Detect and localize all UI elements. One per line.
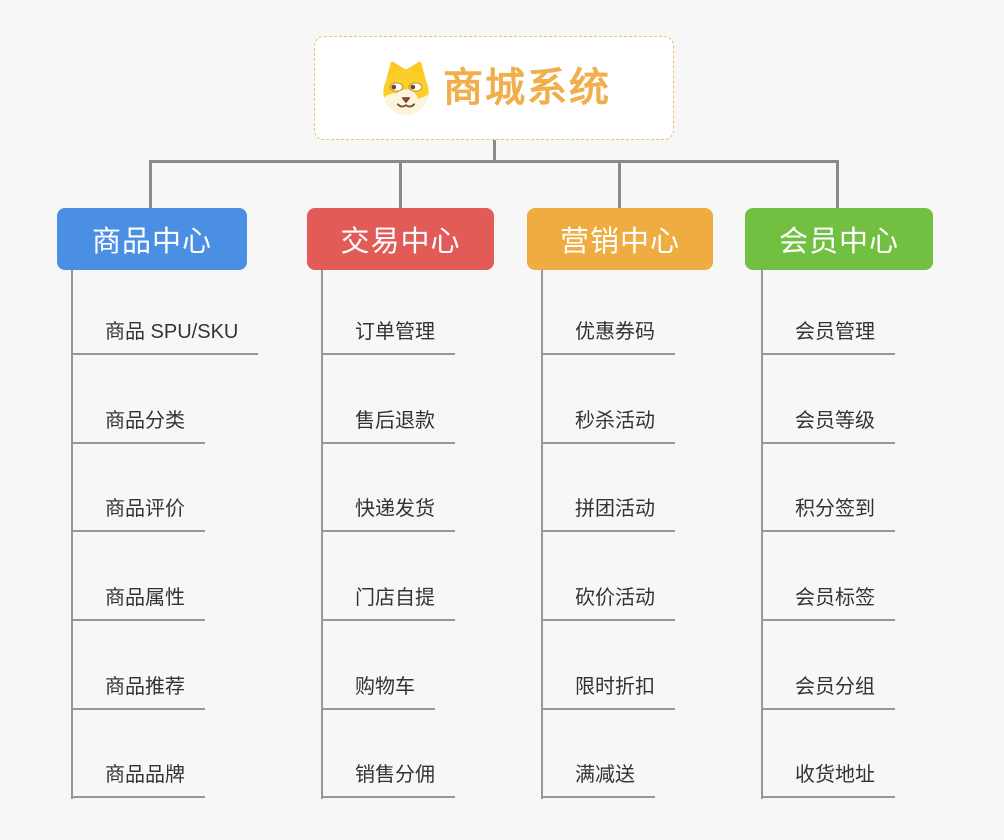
connector-drop-1 — [149, 160, 152, 208]
branch-column-trade: 订单管理 售后退款 快递发货 门店自提 购物车 销售分佣 — [321, 270, 571, 810]
branch-spine-1 — [71, 270, 73, 799]
branch-node-trade-center[interactable]: 交易中心 — [307, 208, 494, 270]
branch-node-member-center[interactable]: 会员中心 — [745, 208, 933, 270]
leaf-node[interactable]: 销售分佣 — [321, 762, 455, 798]
leaf-node[interactable]: 会员标签 — [761, 585, 895, 621]
branch-spine-4 — [761, 270, 763, 799]
leaf-node[interactable]: 商品评价 — [71, 496, 205, 532]
leaf-node[interactable]: 购物车 — [321, 674, 435, 710]
leaf-node[interactable]: 商品分类 — [71, 408, 205, 444]
leaf-node[interactable]: 会员等级 — [761, 408, 895, 444]
root-title: 商城系统 — [443, 66, 611, 110]
connector-horizontal — [149, 160, 839, 163]
branch-spine-2 — [321, 270, 323, 799]
leaf-node[interactable]: 售后退款 — [321, 408, 455, 444]
leaf-node[interactable]: 商品推荐 — [71, 674, 205, 710]
leaf-node[interactable]: 快递发货 — [321, 496, 455, 532]
branch-column-marketing: 优惠券码 秒杀活动 拼团活动 砍价活动 限时折扣 满减送 — [541, 270, 791, 810]
leaf-node[interactable]: 商品属性 — [71, 585, 205, 621]
leaf-node[interactable]: 会员管理 — [761, 319, 895, 355]
leaf-node[interactable]: 积分签到 — [761, 496, 895, 532]
leaf-node[interactable]: 优惠券码 — [541, 319, 675, 355]
leaf-node[interactable]: 拼团活动 — [541, 496, 675, 532]
connector-drop-4 — [836, 160, 839, 208]
leaf-node[interactable]: 商品品牌 — [71, 762, 205, 798]
dog-face-icon — [383, 61, 429, 116]
connector-root-stub — [493, 140, 496, 162]
leaf-node[interactable]: 商品 SPU/SKU — [71, 319, 259, 355]
leaf-node[interactable]: 门店自提 — [321, 585, 455, 621]
branch-node-product-center[interactable]: 商品中心 — [57, 208, 247, 270]
connector-drop-3 — [618, 160, 621, 208]
leaf-node[interactable]: 订单管理 — [321, 319, 455, 355]
branch-column-product: 商品 SPU/SKU 商品分类 商品评价 商品属性 商品推荐 商品品牌 — [71, 270, 321, 810]
leaf-node[interactable]: 砍价活动 — [541, 585, 675, 621]
leaf-node[interactable]: 会员分组 — [761, 674, 895, 710]
branch-spine-3 — [541, 270, 543, 799]
leaf-node[interactable]: 收货地址 — [761, 762, 895, 798]
leaf-node[interactable]: 限时折扣 — [541, 674, 675, 710]
leaf-node[interactable]: 秒杀活动 — [541, 408, 675, 444]
root-node[interactable]: 商城系统 — [314, 36, 674, 140]
branch-column-member: 会员管理 会员等级 积分签到 会员标签 会员分组 收货地址 — [761, 270, 1004, 810]
connector-drop-2 — [399, 160, 402, 208]
leaf-node[interactable]: 满减送 — [541, 762, 655, 798]
branch-node-marketing-center[interactable]: 营销中心 — [527, 208, 713, 270]
